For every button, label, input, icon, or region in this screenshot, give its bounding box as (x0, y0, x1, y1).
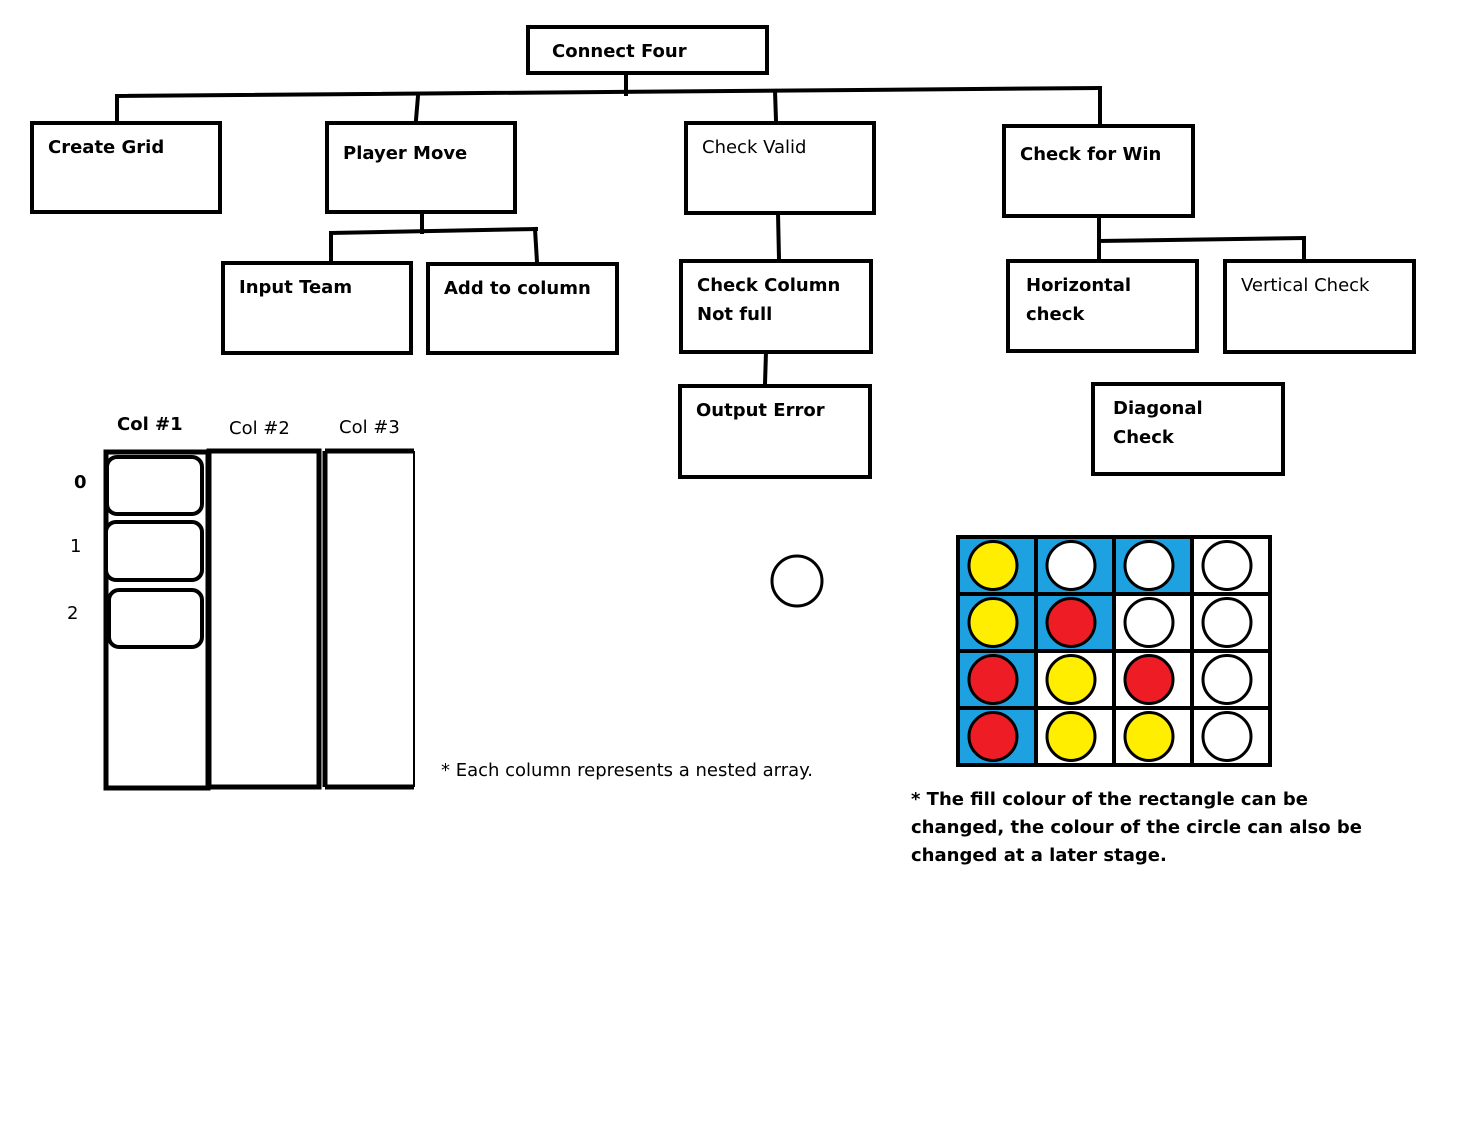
vertical-check-label: Vertical Check (1241, 275, 1370, 296)
board-disc (1045, 711, 1097, 762)
player-move-label: Player Move (343, 143, 468, 164)
row-0-label: 0 (74, 472, 87, 493)
add-to-column-label: Add to column (444, 278, 591, 299)
add-to-column-box: Add to column (426, 262, 619, 355)
check-column-not-full-box: Check Column Not full (679, 259, 873, 354)
check-for-win-box: Check for Win (1002, 124, 1195, 218)
row-2-label: 2 (67, 603, 79, 624)
check-valid-box: Check Valid (684, 121, 876, 215)
array-slot-0 (105, 455, 204, 516)
board-disc (1045, 540, 1097, 591)
col-3-label: Col #3 (339, 417, 400, 438)
array-column-2 (206, 448, 322, 790)
col-2-label: Col #2 (229, 418, 290, 439)
diagonal-check-label: Diagonal Check (1113, 398, 1203, 448)
board-disc (967, 654, 1019, 705)
output-error-box: Output Error (678, 384, 872, 479)
root-label: Connect Four (552, 41, 687, 62)
col-1-label: Col #1 (117, 414, 183, 435)
board-disc (967, 711, 1019, 762)
root-box-connect-four: Connect Four (526, 25, 769, 75)
row-1-label: 1 (70, 536, 82, 557)
connect-four-board (956, 535, 1272, 767)
board-note-line2: changed, the colour of the circle can al… (911, 817, 1362, 838)
board-disc (1123, 540, 1175, 591)
player-move-box: Player Move (325, 121, 517, 214)
diagonal-check-box: Diagonal Check (1091, 382, 1285, 476)
board-disc (1045, 597, 1097, 648)
array-slot-1 (104, 520, 204, 582)
check-column-label-line1: Check Column (697, 275, 841, 296)
board-disc (967, 540, 1019, 591)
vertical-check-box: Vertical Check (1223, 259, 1416, 354)
output-error-label: Output Error (696, 400, 825, 421)
board-note-line1: * The fill colour of the rectangle can b… (911, 789, 1308, 810)
board-note-line3: changed at a later stage. (911, 845, 1167, 866)
input-team-box: Input Team (221, 261, 413, 355)
board-disc (1123, 654, 1175, 705)
board-disc (1201, 654, 1253, 705)
create-grid-box: Create Grid (30, 121, 222, 214)
board-disc (1123, 597, 1175, 648)
horizontal-check-label: Horizontal check (1026, 275, 1132, 325)
board-disc (1045, 654, 1097, 705)
array-slot-2 (107, 588, 204, 649)
board-disc (1201, 597, 1253, 648)
board-disc (1123, 711, 1175, 762)
input-team-label: Input Team (239, 277, 353, 298)
check-column-label-line2: Not full (697, 304, 773, 325)
counter-circle (770, 554, 824, 608)
horizontal-check-box: Horizontal check (1006, 259, 1199, 353)
board-disc (1201, 711, 1253, 762)
board-disc (967, 597, 1019, 648)
board-note: * The fill colour of the rectangle can b… (911, 786, 1362, 870)
check-for-win-label: Check for Win (1020, 144, 1162, 165)
create-grid-label: Create Grid (48, 137, 165, 158)
board-disc (1201, 540, 1253, 591)
nested-array-note: * Each column represents a nested array. (441, 760, 813, 781)
check-valid-label: Check Valid (702, 137, 807, 158)
